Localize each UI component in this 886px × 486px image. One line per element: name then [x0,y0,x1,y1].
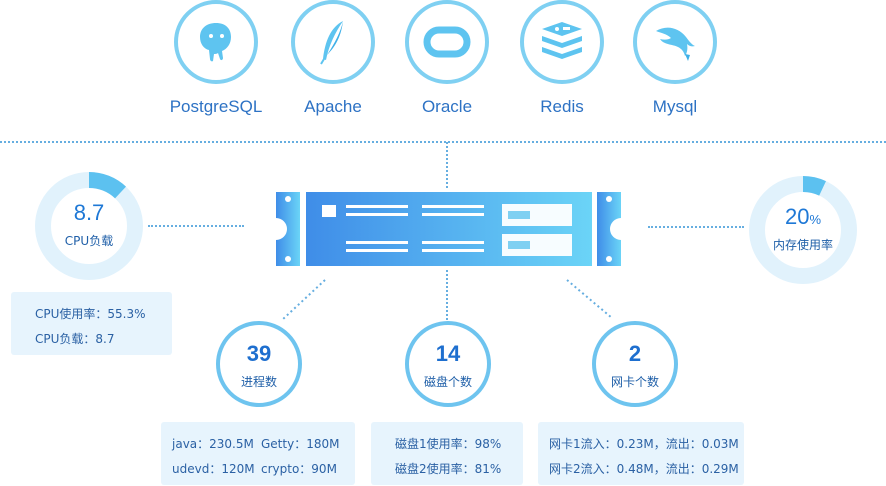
memory-value-number: 20 [784,204,810,229]
nic-count-value: 2 [628,341,642,366]
memory-gauge: 20% 内存使用率 [749,176,857,284]
disk-details-card: 磁盘1使用率：98% 磁盘2使用率：81% [371,422,523,485]
nic-details-card: 网卡1流入：0.23M，流出：0.03M 网卡2流入：0.48M，流出：0.29… [538,422,744,485]
process-count-circle: 39 进程数 [216,321,302,407]
memory-label: 内存使用率 [772,238,833,252]
service-label: PostgreSQL [169,97,263,116]
cpu-label: CPU负载 [64,234,114,248]
disk-count-circle: 14 磁盘个数 [405,321,491,407]
mysql-dolphin-icon [633,0,717,84]
memory-gauge-fill [749,176,857,284]
service-label: Apache [304,97,362,116]
service-postgresql[interactable]: PostgreSQL [166,0,266,117]
service-label: Oracle [421,97,473,116]
nic-count-label: 网卡个数 [610,375,659,389]
nic-detail-text: 网卡1流入：0.23M，流出：0.03M [549,437,739,451]
cpu-gauge: 8.7 CPU负载 [35,172,143,280]
service-oracle[interactable]: Oracle [397,0,497,117]
cpu-usage-text: CPU使用率：55.3% [35,307,146,321]
service-apache[interactable]: Apache [283,0,383,117]
memory-value: 20% [749,204,857,230]
nic-count-circle: 2 网卡个数 [592,321,678,407]
nic-detail-text: 网卡2流入：0.48M，流出：0.29M [549,462,739,476]
disk-count-value: 14 [435,341,461,366]
apache-feather-icon [291,0,375,84]
cpu-load-text: CPU负载：8.7 [35,332,115,346]
process-detail-text: Getty：180M [261,437,340,451]
disk-detail-text: 磁盘1使用率：98% [395,437,502,451]
server-icon [276,190,621,268]
cpu-details-card: CPU使用率：55.3% CPU负载：8.7 [11,292,172,355]
process-detail-text: crypto：90M [261,462,337,476]
process-count-label: 进程数 [240,375,277,389]
cpu-value: 8.7 [73,200,105,225]
service-mysql[interactable]: Mysql [625,0,725,117]
process-details-card: java：230.5M Getty：180M udevd：120M crypto… [161,422,355,485]
redis-stack-icon [520,0,604,84]
service-label: Mysql [652,97,698,116]
memory-connector-line [648,226,744,228]
cpu-connector-line [148,225,244,227]
process-detail-text: udevd：120M [172,462,255,476]
oracle-ring-icon [405,0,489,84]
cpu-gauge-fill [35,172,143,280]
disk-connector-line [446,270,448,320]
process-count-value: 39 [246,341,272,366]
process-detail-text: java：230.5M [172,437,254,451]
services-connector-line [0,141,886,143]
memory-value-unit: % [809,212,822,227]
service-label: Redis [540,97,584,116]
trunk-connector-line [446,142,448,188]
disk-count-label: 磁盘个数 [423,375,472,389]
service-redis[interactable]: Redis [512,0,612,117]
disk-detail-text: 磁盘2使用率：81% [395,462,502,476]
postgresql-elephant-icon [174,0,258,84]
